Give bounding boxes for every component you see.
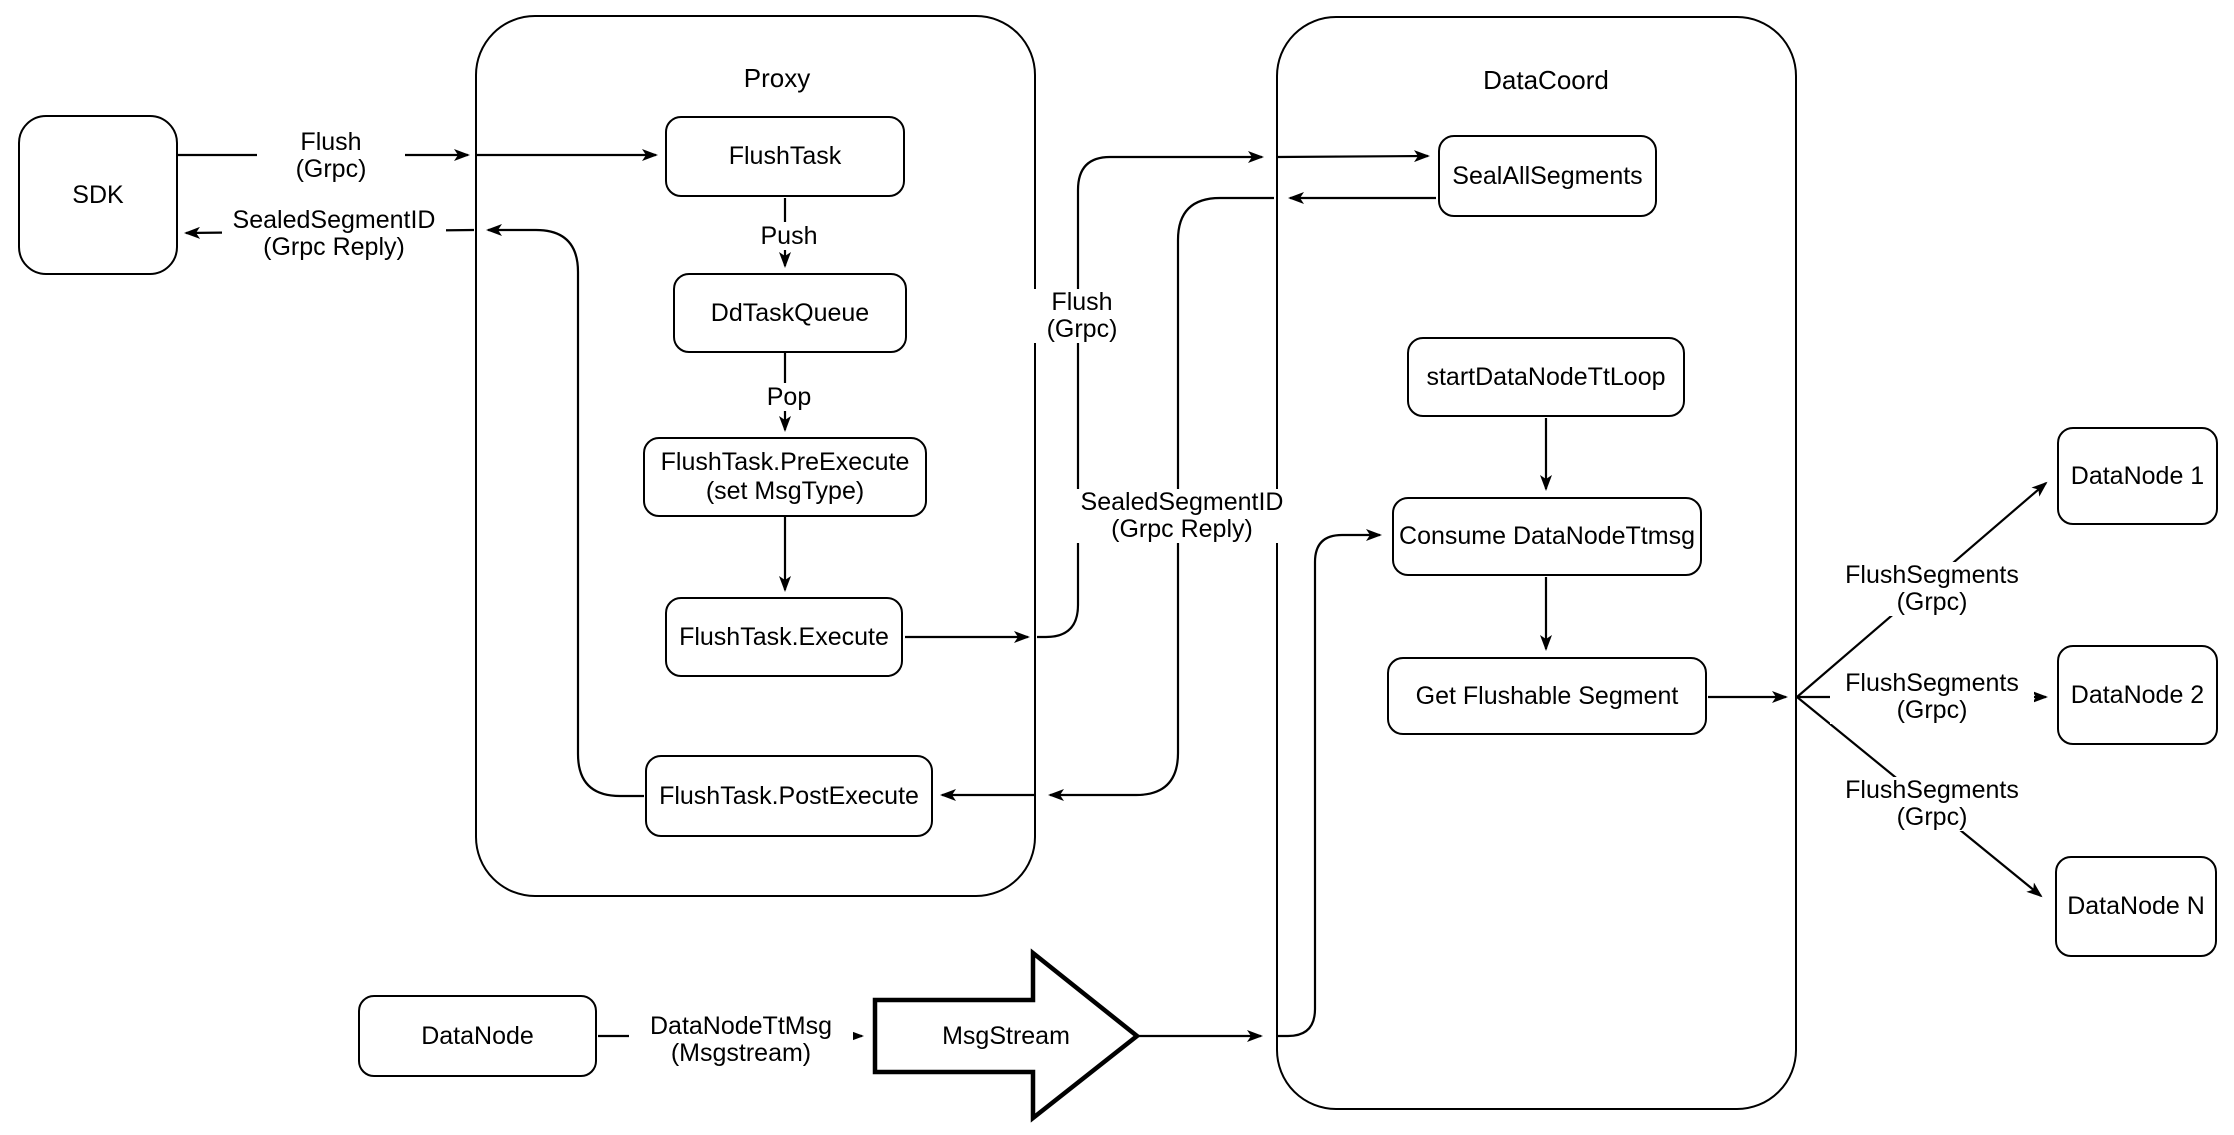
node-datanode-2: DataNode 2 (2057, 645, 2218, 745)
node-flushtask-preexecute-sublabel: (set MsgType) (705, 477, 865, 505)
node-flushtask-preexecute-label: FlushTask.PreExecute (660, 448, 910, 476)
node-flushtask-postexecute: FlushTask.PostExecute (645, 755, 933, 837)
proxy-container-title: Proxy (743, 63, 811, 93)
node-flushtask-label: FlushTask (728, 142, 842, 170)
node-consume-datanodettmsg: Consume DataNodeTtmsg (1392, 497, 1702, 576)
node-datanode-1-label: DataNode 1 (2070, 461, 2205, 490)
node-startdatanodettloop-label: startDataNodeTtLoop (1426, 362, 1666, 391)
node-datanode: DataNode (358, 995, 597, 1077)
edge-proxy-to-datacoord-flush (1037, 151, 1264, 639)
edge-label-sealedsegmentid-mid: SealedSegmentID (Grpc Reply) (1070, 489, 1294, 543)
edge-label-datanodettmsg: DataNodeTtMsg (Msgstream) (629, 1013, 853, 1067)
node-flushtask-execute-label: FlushTask.Execute (679, 622, 889, 651)
node-datanode-2-label: DataNode 2 (2070, 680, 2205, 709)
node-flushtask-postexecute-label: FlushTask.PostExecute (659, 781, 919, 810)
node-datanode-n: DataNode N (2055, 856, 2217, 957)
node-datanode-label: DataNode (421, 1021, 534, 1050)
proxy-container (475, 15, 1036, 897)
msgstream-block-arrow-shape (872, 948, 1141, 1123)
edge-postexecute-to-proxy-border (486, 224, 644, 798)
edge-label-flush-grpc-sdk: Flush (Grpc) (257, 129, 405, 183)
node-startdatanodettloop: startDataNodeTtLoop (1407, 337, 1685, 417)
node-ddtaskqueue-label: DdTaskQueue (710, 298, 870, 327)
node-get-flushable-segment: Get Flushable Segment (1387, 657, 1707, 735)
node-get-flushable-segment-label: Get Flushable Segment (1415, 681, 1679, 710)
edge-label-pop: Pop (735, 383, 843, 411)
edge-datacoord-border-to-sealallsegments (1276, 150, 1430, 163)
msgstream-shape-label: MsgStream (942, 1022, 1070, 1050)
node-flushtask-execute: FlushTask.Execute (665, 597, 903, 677)
edge-datacoord-border-to-consume (1278, 529, 1382, 1038)
node-sealallsegments-label: SealAllSegments (1452, 161, 1643, 190)
edge-label-flush-grpc-mid: Flush (Grpc) (1008, 289, 1156, 343)
node-ddtaskqueue: DdTaskQueue (673, 273, 907, 353)
node-flushtask-preexecute: FlushTask.PreExecute (set MsgType) (643, 437, 927, 517)
node-consume-datanodettmsg-label: Consume DataNodeTtmsg (1399, 522, 1695, 550)
node-flushtask: FlushTask (665, 116, 905, 197)
edge-label-sealedsegmentid-sdk: SealedSegmentID (Grpc Reply) (222, 207, 446, 261)
node-datanode-1: DataNode 1 (2057, 427, 2218, 525)
edge-label-flushsegments-3: FlushSegments (Grpc) (1830, 777, 2034, 831)
node-sdk-label: SDK (72, 180, 124, 209)
node-datanode-n-label: DataNode N (2067, 892, 2205, 920)
node-sdk: SDK (18, 115, 178, 275)
node-sealallsegments: SealAllSegments (1438, 135, 1657, 217)
datacoord-container (1276, 16, 1797, 1110)
edge-label-push: Push (735, 222, 843, 250)
edge-label-flushsegments-2: FlushSegments (Grpc) (1830, 670, 2034, 724)
edge-label-flushsegments-1: FlushSegments (Grpc) (1830, 562, 2034, 616)
datacoord-container-title: DataCoord (1483, 65, 1609, 95)
